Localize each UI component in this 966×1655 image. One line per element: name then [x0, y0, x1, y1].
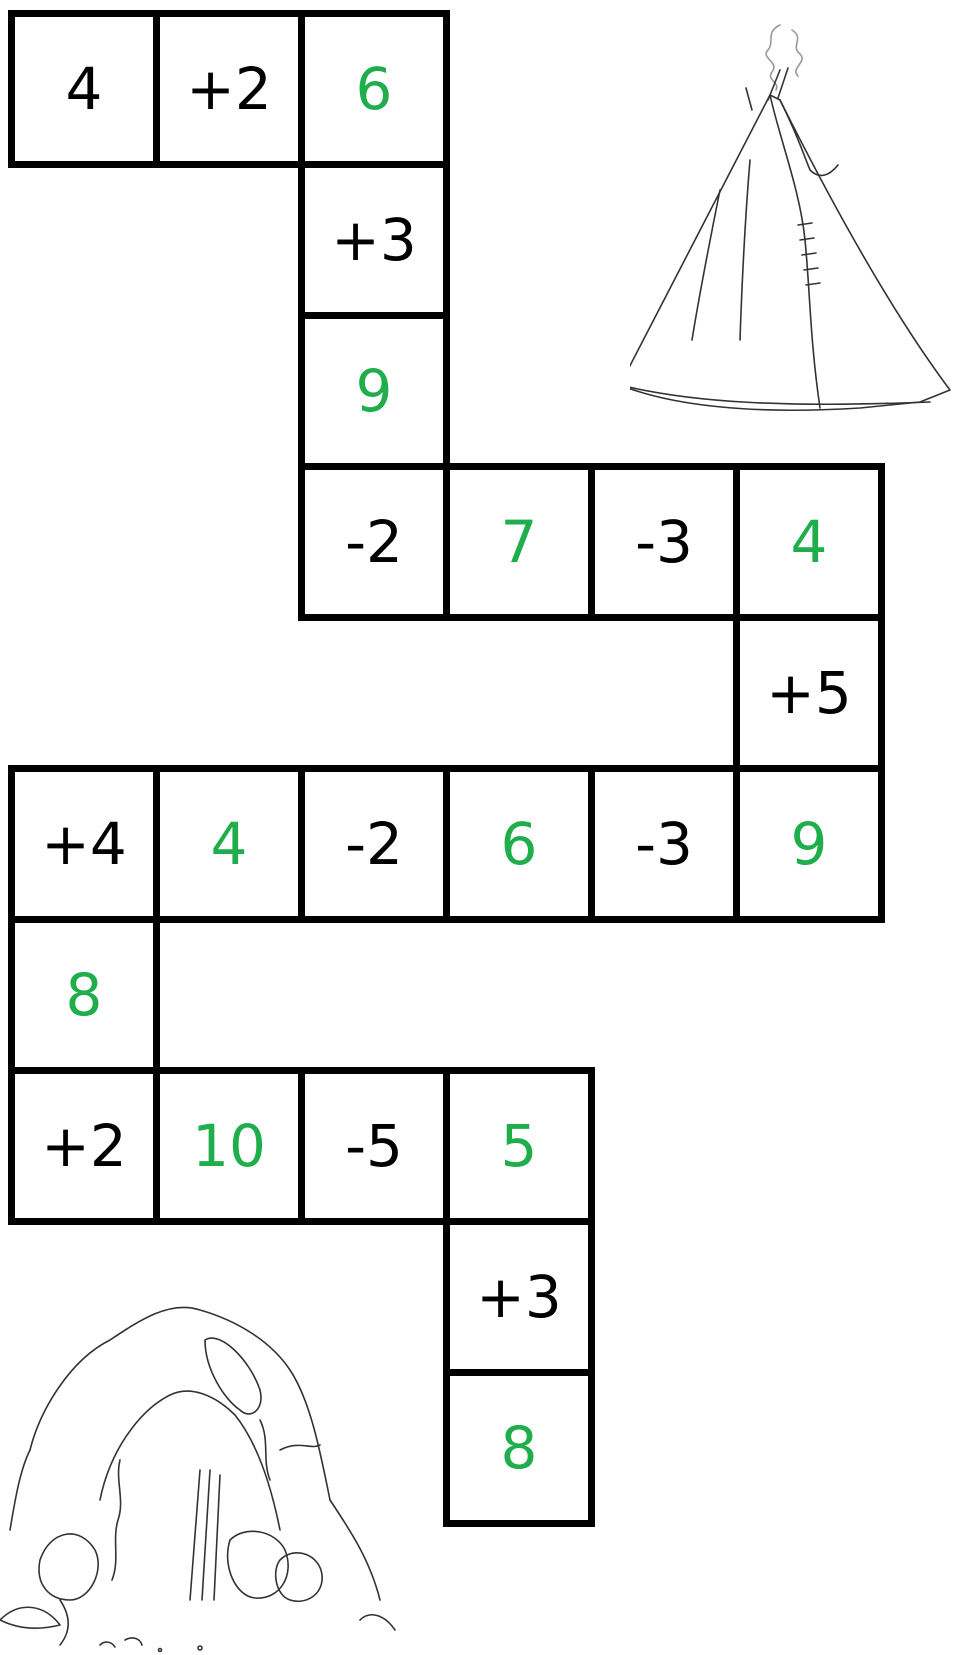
path-cell-15: 4: [153, 765, 305, 923]
path-cell-9: 4: [733, 463, 885, 621]
path-cell-8: -3: [588, 463, 740, 621]
path-cell-4: +3: [298, 161, 450, 319]
path-cell-22: +3: [443, 1218, 595, 1376]
cave-drawing: [0, 1300, 420, 1655]
path-cell-10: +5: [733, 614, 885, 772]
path-cell-6: -2: [298, 463, 450, 621]
path-cell-21: 5: [443, 1067, 595, 1225]
path-cell-11: 9: [733, 765, 885, 923]
path-cell-14: -2: [298, 765, 450, 923]
path-cell-7: 7: [443, 463, 595, 621]
path-cell-19: 10: [153, 1067, 305, 1225]
path-cell-2: +2: [153, 10, 305, 168]
path-cell-1: 4: [8, 10, 160, 168]
path-cell-18: +2: [8, 1067, 160, 1225]
path-cell-5: 9: [298, 312, 450, 470]
tipi-drawing: [630, 10, 966, 445]
path-cell-12: -3: [588, 765, 740, 923]
path-cell-20: -5: [298, 1067, 450, 1225]
path-cell-17: 8: [8, 916, 160, 1074]
path-cell-13: 6: [443, 765, 595, 923]
path-cell-16: +4: [8, 765, 160, 923]
path-cell-23: 8: [443, 1369, 595, 1527]
path-cell-3: 6: [298, 10, 450, 168]
